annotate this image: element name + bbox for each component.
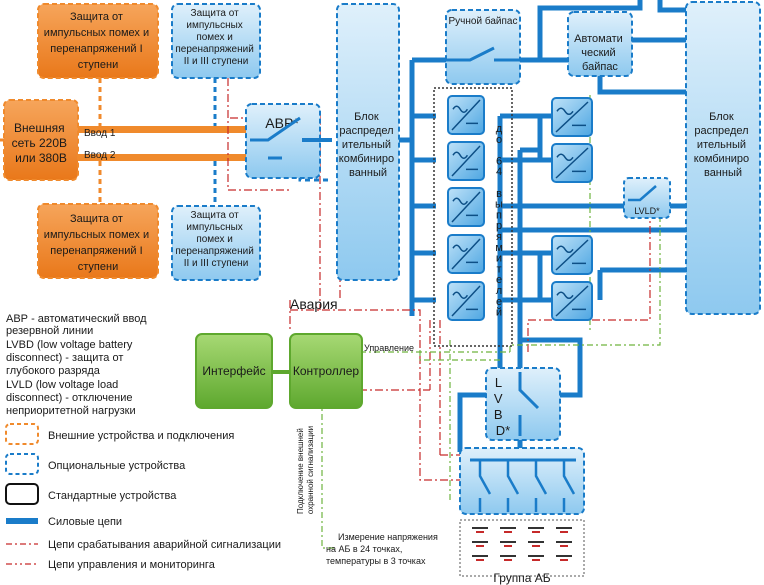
control-lines <box>321 95 661 549</box>
external-grid: Внешняя сеть 220В или 380В <box>3 99 79 181</box>
manual-bypass: Ручной байпас <box>445 9 521 85</box>
rectifier-count-char: о <box>496 134 502 146</box>
rectifier-count-char: я <box>496 231 502 243</box>
bypass-rectifier-4 <box>551 281 593 321</box>
rectifier-count-char: е <box>496 296 502 308</box>
bypass-rectifier-2 <box>551 143 593 183</box>
svg-text:Цепи срабатывания аварийной си: Цепи срабатывания аварийной сигнализации <box>48 539 281 551</box>
external-alarm-label: Подключение внешней охранной сигнализаци… <box>296 426 315 514</box>
rectifiers-main <box>447 95 485 321</box>
optional-surge-protection-bottom: Защита от импульсных помех и перенапряже… <box>171 205 261 281</box>
battery-breaker-4 <box>562 460 576 512</box>
svg-text:Защита от импульсных: Защита от импульсных помех и перенапряже… <box>175 210 256 269</box>
svg-text:Цепи управления и мониторинга: Цепи управления и мониторинга <box>48 559 216 571</box>
rectifier-1 <box>447 95 485 135</box>
distribution-block-right: Блок распредел ительный комбиниро ванный <box>685 1 761 315</box>
svg-text:АВР - автоматический ввод: АВР - автоматический ввод резервной лини… <box>6 313 150 417</box>
legend-optional-swatch <box>5 453 39 475</box>
measurement-label: Измерение напряжения на АБ в 24 точках, … <box>326 532 440 566</box>
legend: АВР - автоматический ввод резервной лини… <box>5 313 281 571</box>
rectifier-count-char: д <box>496 123 503 135</box>
surge-protection-bottom: Защита от импульсных помех и перенапряже… <box>37 203 159 279</box>
control-label: Управление <box>364 343 414 353</box>
battery-group: Группа АБ <box>459 519 585 585</box>
svg-text:Опциональные устройства: Опциональные устройства <box>48 460 186 472</box>
svg-text:L V B D*: L V B D* <box>494 375 510 438</box>
svg-text:Защита от импульсных: Защита от импульсных помех и перенапряже… <box>175 8 256 67</box>
rectifier-2 <box>447 141 485 181</box>
svg-text:Защита от импульсных пом: Защита от импульсных помех и перенапряже… <box>44 213 152 273</box>
input-1-label: Ввод 1 <box>84 128 116 139</box>
legend-external-swatch <box>5 423 39 445</box>
bypass-rectifier-3 <box>551 235 593 275</box>
optional-surge-protection-top: Защита от импульсных помех и перенапряже… <box>171 3 261 79</box>
rectifier-count-char: р <box>496 220 502 232</box>
svg-text:Контроллер: Контроллер <box>293 364 360 378</box>
avr-switch: АВР* <box>245 103 332 179</box>
svg-text:Стандартные устройства: Стандартные устройства <box>48 490 177 502</box>
distribution-block-left: Блок распредел ительный комбиниро ванный <box>336 3 400 281</box>
legend-standard-swatch <box>5 483 39 505</box>
svg-text:Автомати ческий ба: Автомати ческий байпас <box>574 33 626 73</box>
battery-breaker-1 <box>478 460 492 512</box>
svg-text:Ручной байпас: Ручной байпас <box>449 15 518 27</box>
svg-text:Интерфейс: Интерфейс <box>202 364 265 378</box>
rectifier-count-char: й <box>496 307 502 319</box>
rectifier-3 <box>447 187 485 227</box>
interface-box: Интерфейс <box>195 333 273 409</box>
battery-breakers <box>459 447 585 515</box>
rectifier-5 <box>447 281 485 321</box>
svg-text:Внешняя сеть 220В: Внешняя сеть 220В или 380В <box>12 121 71 165</box>
lvld-switch: LVLD* <box>623 177 671 219</box>
svg-text:Силовые цепи: Силовые цепи <box>48 516 122 528</box>
battery-breaker-3 <box>534 460 548 512</box>
surge-protection-top: Защита от импульсных помех и перенапряже… <box>37 3 159 79</box>
rectifier-count-char: 4 <box>496 166 502 178</box>
rectifier-count-char: е <box>496 274 502 286</box>
rectifier-count-char: ы <box>495 199 503 211</box>
rectifier-4 <box>447 234 485 274</box>
lvbd-switch: L V B D* <box>485 367 561 441</box>
svg-text:Блок распредел ите: Блок распредел ительный комбиниро ванный <box>339 111 397 179</box>
svg-text:LVLD*: LVLD* <box>634 206 660 216</box>
legend-power-swatch <box>6 518 38 524</box>
automatic-bypass: Автомати ческий байпас <box>567 11 633 77</box>
battery-breaker-2 <box>506 460 520 512</box>
rectifier-count-char: в <box>496 188 502 200</box>
bypass-rectifier-1 <box>551 97 593 137</box>
rectifier-count-char: п <box>496 209 502 221</box>
svg-text:Блок распредел ите: Блок распредел ительный комбиниро ванный <box>694 111 752 179</box>
rectifier-count-char: и <box>496 253 502 265</box>
svg-text:Защита от импульсных пом: Защита от импульсных помех и перенапряже… <box>44 11 152 71</box>
rectifiers-bypass <box>551 97 593 321</box>
alarm-label: Авария <box>290 296 338 312</box>
rectifier-count-char: т <box>496 263 501 275</box>
rectifier-count-char: л <box>496 285 502 297</box>
input-2-label: Ввод 2 <box>84 150 116 161</box>
svg-text:Внешние устройства и подключен: Внешние устройства и подключения <box>48 430 234 442</box>
controller-box: Контроллер <box>289 333 363 409</box>
rectifier-count-char: м <box>495 242 503 254</box>
power-lines <box>398 0 686 452</box>
svg-text:АВР*: АВР* <box>265 115 299 131</box>
rectifier-count-char: 6 <box>496 155 502 167</box>
svg-text:Группа АБ: Группа АБ <box>493 571 550 585</box>
